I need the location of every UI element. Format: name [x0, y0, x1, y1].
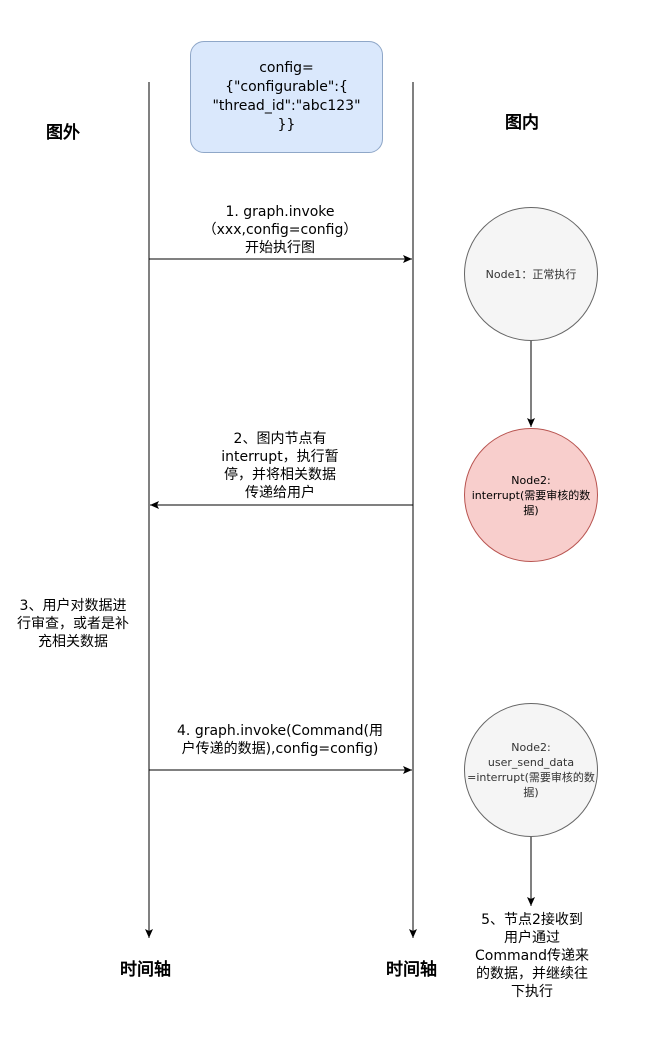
step4-label: 4. graph.invoke(Command(用 户传递的数据),config… [160, 722, 400, 758]
step5-line-3: Command传递来 [475, 948, 589, 964]
step5-line-5: 下执行 [511, 984, 553, 1000]
step1-line-2: （xxx,config=config） [202, 222, 358, 238]
node2-line-2: interrupt(需要审核的数 [471, 488, 591, 502]
step2-line-4: 传递给用户 [245, 485, 315, 501]
step1-line-3: 开始执行图 [245, 240, 315, 256]
left-title: 图外 [46, 123, 80, 143]
step4-line-1: 4. graph.invoke(Command(用 [177, 723, 383, 739]
left-axis-label: 时间轴 [120, 960, 171, 980]
config-line-4: }} [277, 117, 296, 133]
config-line-3: "thread_id":"abc123" [212, 98, 361, 114]
step2-line-1: 2、图内节点有 [233, 431, 327, 447]
config-box: config= {"configurable":{ "thread_id":"a… [190, 41, 383, 153]
step5-label: 5、节点2接收到 用户通过 Command传递来 的数据，并继续往 下执行 [454, 911, 610, 1001]
step3-line-3: 充相关数据 [38, 634, 108, 650]
node3-line-2: user_send_data [487, 756, 575, 769]
node1-label: Node1：正常执行 [485, 268, 577, 281]
step2-line-2: interrupt，执行暂 [221, 449, 339, 465]
step5-line-2: 用户通过 [504, 930, 560, 946]
step3-label: 3、用户对数据进 行审查，或者是补 充相关数据 [0, 597, 146, 651]
step5-line-1: 5、节点2接收到 [481, 912, 583, 928]
step4-line-2: 户传递的数据),config=config) [181, 741, 379, 757]
step3-line-1: 3、用户对数据进 [19, 598, 127, 614]
node3-line-4: 据) [523, 786, 539, 799]
step2-label: 2、图内节点有 interrupt，执行暂 停，并将相关数据 传递给用户 [180, 430, 380, 502]
step1-label: 1. graph.invoke （xxx,config=config） 开始执行… [180, 203, 380, 257]
node3-line-3: =interrupt(需要审核的数 [467, 771, 595, 784]
step1-line-1: 1. graph.invoke [225, 204, 335, 220]
node2-circle: Node2: interrupt(需要审核的数 据) [464, 428, 598, 562]
step3-line-2: 行审查，或者是补 [17, 616, 129, 632]
config-line-2: {"configurable":{ [225, 79, 348, 95]
right-axis-label: 时间轴 [386, 960, 437, 980]
right-title: 图内 [505, 113, 539, 133]
step5-line-4: 的数据，并继续往 [476, 966, 588, 982]
node2-line-1: Node2: [511, 473, 551, 487]
node3-circle: Node2: user_send_data =interrupt(需要审核的数 … [464, 703, 598, 837]
config-line-1: config= [259, 60, 314, 76]
node3-line-1: Node2: [511, 741, 551, 754]
node2-line-3: 据) [523, 503, 539, 517]
node1-circle: Node1：正常执行 [464, 207, 598, 341]
step2-line-3: 停，并将相关数据 [224, 467, 336, 483]
